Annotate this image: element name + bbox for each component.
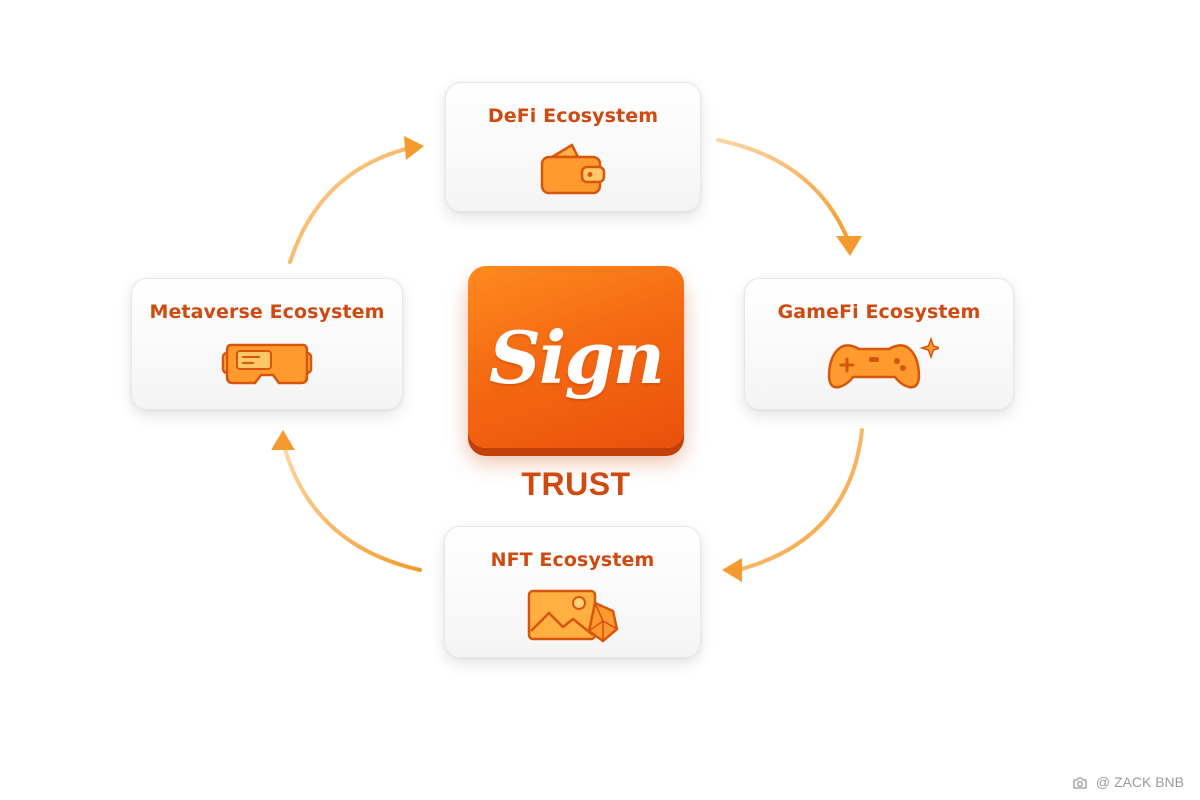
card-metaverse-ecosystem: Metaverse Ecosystem bbox=[131, 278, 403, 410]
watermark-text: @ ZACK BNB bbox=[1095, 773, 1184, 790]
card-gamefi-ecosystem: GameFi Ecosystem bbox=[744, 278, 1014, 410]
trust-label: TRUST bbox=[521, 466, 631, 502]
wallet-icon bbox=[540, 143, 606, 195]
watermark: @ ZACK BNB bbox=[1072, 774, 1184, 790]
arrowhead-metaverse bbox=[271, 430, 295, 450]
sign-logo-text: Sign bbox=[488, 314, 665, 400]
arrow-defi-to-gamefi bbox=[716, 138, 850, 242]
arrow-nft-to-metaverse bbox=[281, 440, 422, 572]
arrowhead-nft bbox=[722, 558, 742, 582]
gamepad-icon bbox=[827, 337, 939, 389]
camera-icon bbox=[1073, 777, 1087, 789]
arrowhead-gamefi bbox=[836, 236, 862, 256]
card-title-defi: DeFi Ecosystem bbox=[487, 105, 659, 127]
card-title-metaverse: Metaverse Ecosystem bbox=[149, 301, 385, 323]
card-title-gamefi: GameFi Ecosystem bbox=[777, 301, 981, 323]
arrow-gamefi-to-nft bbox=[736, 428, 864, 572]
image-gem-icon bbox=[527, 589, 618, 643]
arrowhead-defi bbox=[404, 136, 424, 160]
sign-logo-tile: Sign bbox=[468, 266, 684, 448]
card-defi-ecosystem: DeFi Ecosystem bbox=[445, 82, 701, 212]
arrow-metaverse-to-defi bbox=[288, 146, 412, 264]
card-title-nft: NFT Ecosystem bbox=[490, 549, 655, 571]
vr-headset-icon bbox=[221, 343, 313, 385]
card-nft-ecosystem: NFT Ecosystem bbox=[444, 526, 701, 658]
